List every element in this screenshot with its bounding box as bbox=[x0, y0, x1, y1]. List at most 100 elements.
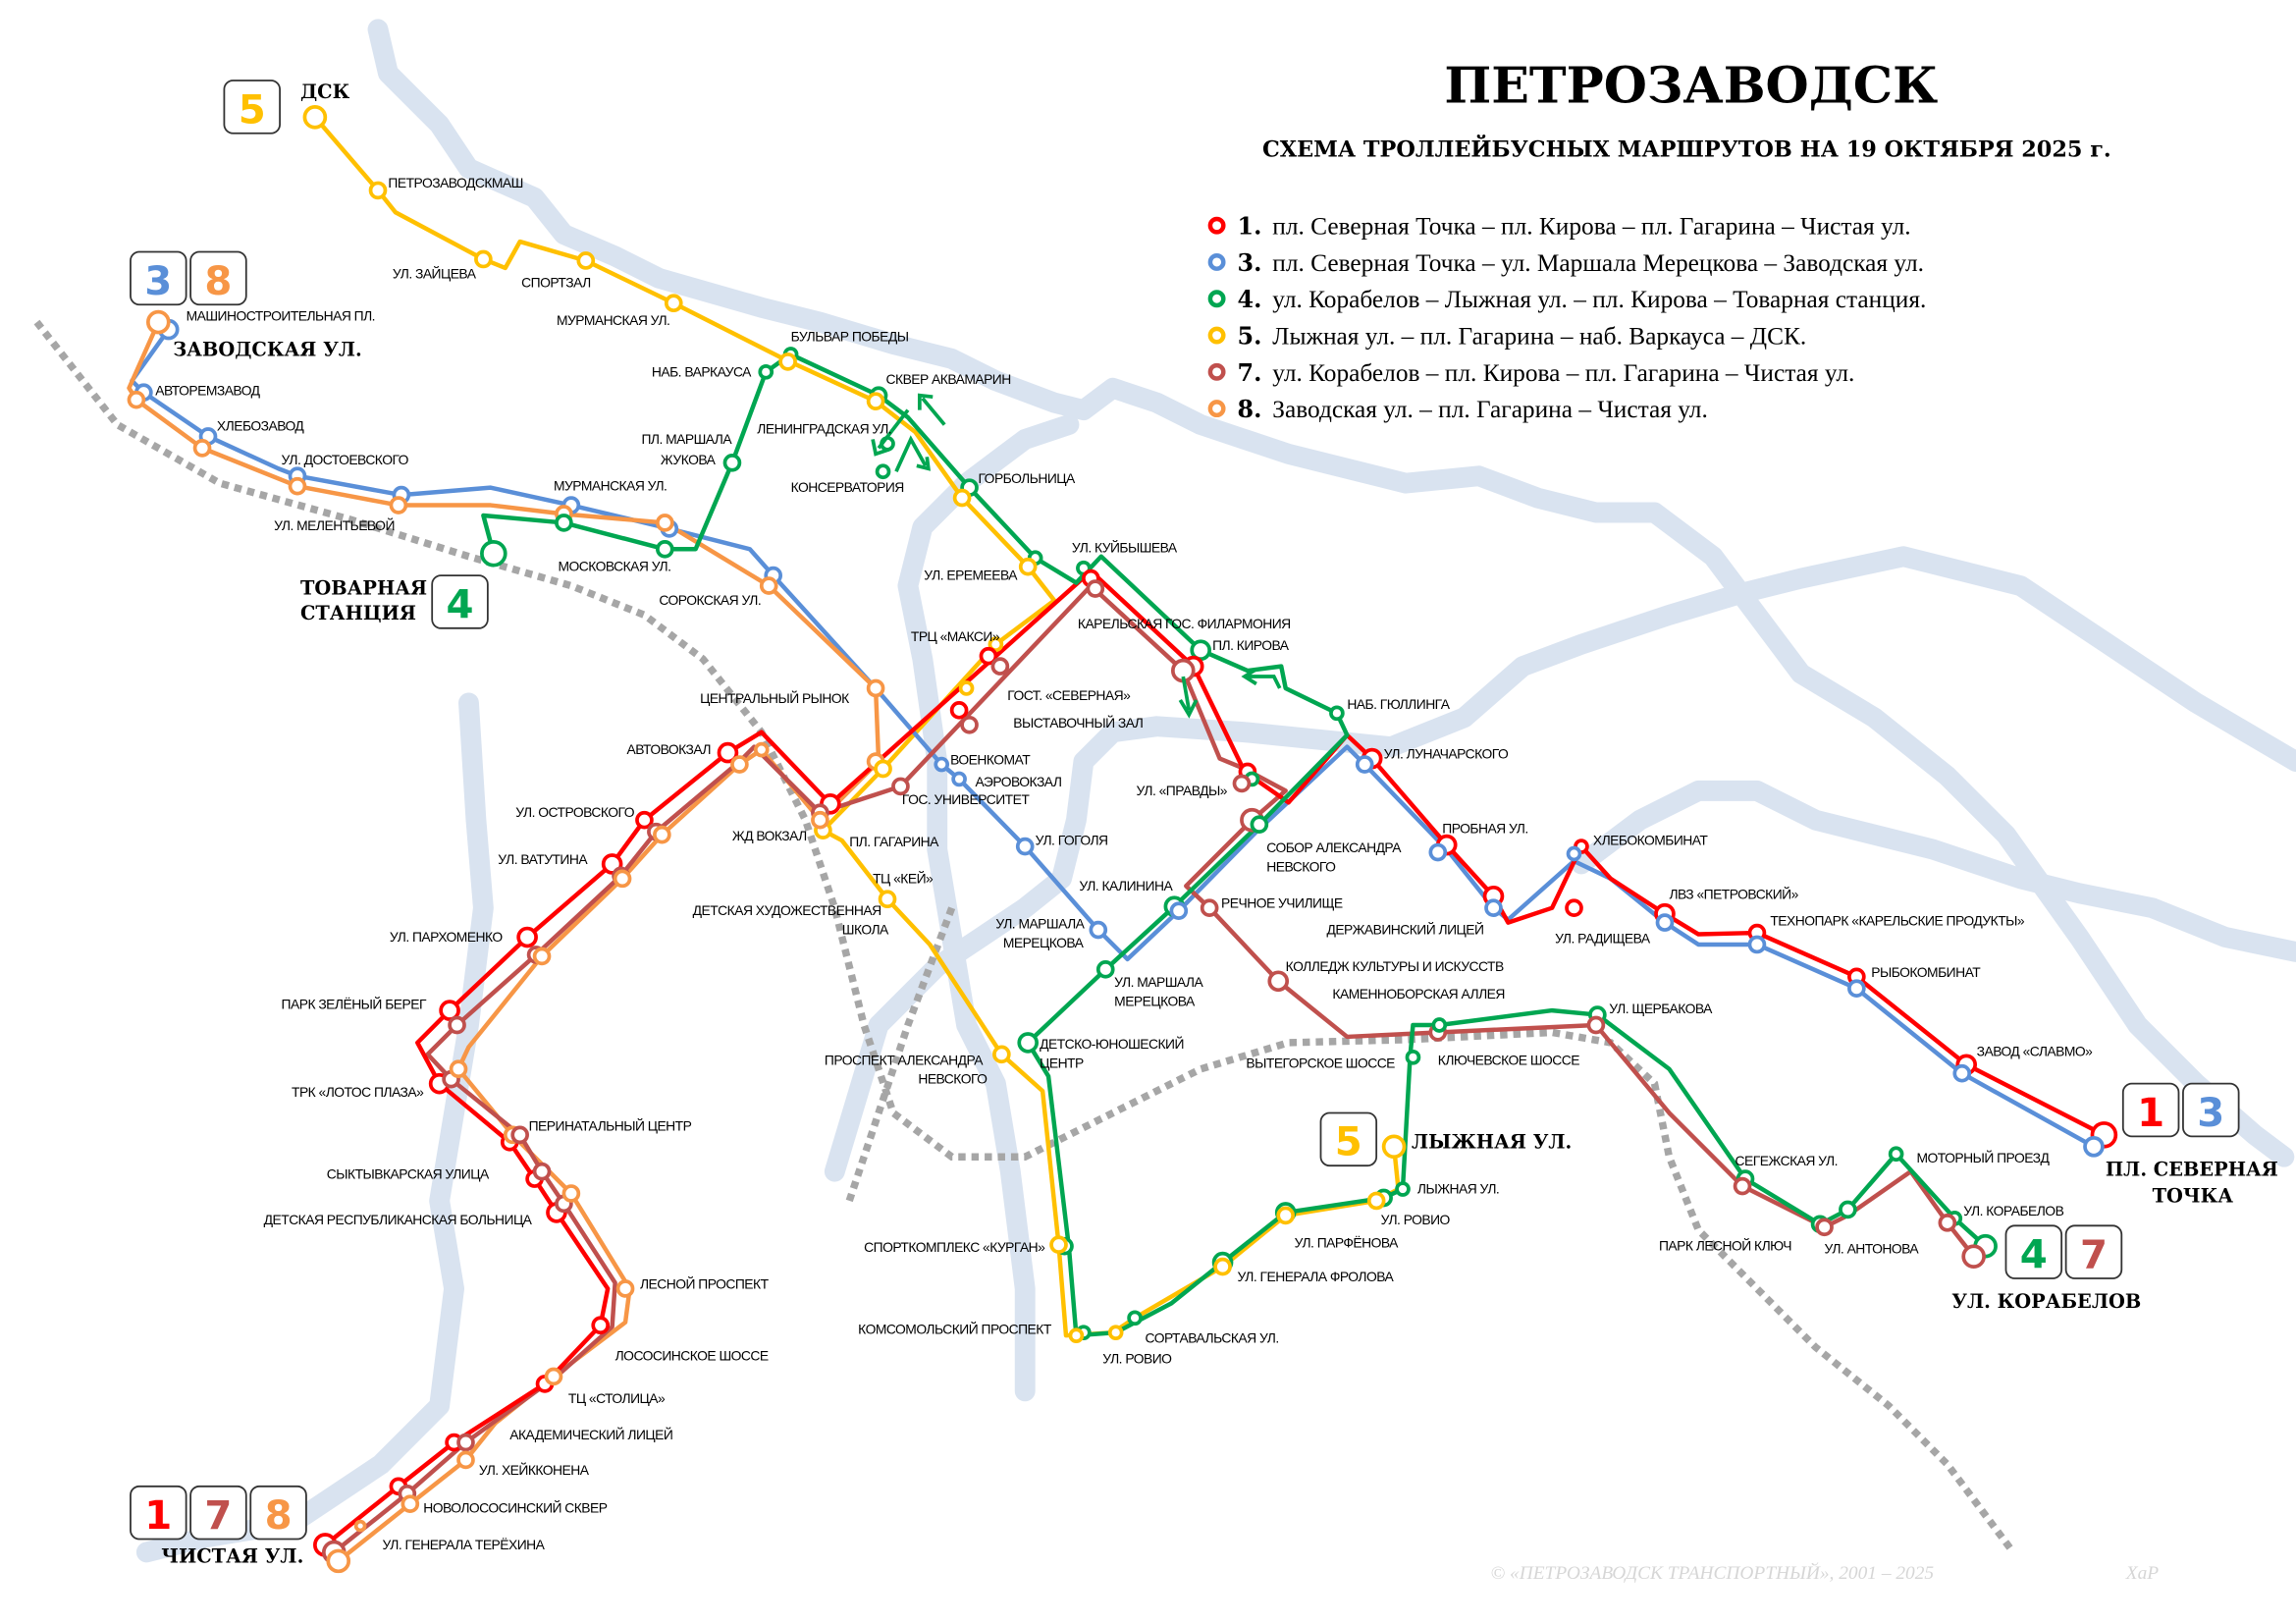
station-marker[interactable] bbox=[544, 1367, 563, 1386]
station-marker[interactable] bbox=[656, 539, 674, 559]
route-badge-4[interactable]: 4 bbox=[2004, 1224, 2063, 1279]
station-marker[interactable] bbox=[866, 392, 885, 410]
station-marker[interactable] bbox=[1200, 898, 1219, 918]
station-marker[interactable] bbox=[866, 678, 885, 698]
station-marker[interactable] bbox=[1086, 579, 1105, 598]
station-marker[interactable] bbox=[591, 1316, 611, 1335]
station-marker[interactable] bbox=[934, 756, 950, 773]
station-marker[interactable] bbox=[480, 539, 507, 568]
station-marker[interactable] bbox=[1566, 845, 1582, 862]
station-marker[interactable] bbox=[949, 701, 969, 720]
route-badge-4[interactable]: 4 bbox=[431, 574, 489, 629]
station-marker[interactable] bbox=[448, 1015, 466, 1035]
route-badge-5[interactable]: 5 bbox=[1319, 1111, 1378, 1167]
station-marker[interactable] bbox=[1095, 960, 1115, 979]
route-badge-8[interactable]: 8 bbox=[249, 1485, 307, 1541]
station-marker[interactable] bbox=[1127, 1310, 1143, 1326]
station-marker[interactable] bbox=[368, 181, 388, 200]
station-marker[interactable] bbox=[288, 476, 307, 496]
station-marker[interactable] bbox=[1952, 1063, 1972, 1083]
station-marker[interactable] bbox=[561, 1184, 581, 1203]
station-marker[interactable] bbox=[1169, 901, 1189, 920]
station-marker[interactable] bbox=[192, 439, 212, 458]
station-marker[interactable] bbox=[988, 636, 1004, 653]
station-marker[interactable] bbox=[516, 926, 538, 948]
station-marker[interactable] bbox=[992, 1045, 1011, 1064]
station-marker[interactable] bbox=[1329, 705, 1345, 722]
route-4-line[interactable] bbox=[481, 352, 1988, 1338]
station-marker[interactable] bbox=[1888, 1146, 1904, 1163]
station-marker[interactable] bbox=[979, 646, 998, 666]
route-badge-3[interactable]: 3 bbox=[130, 250, 187, 306]
station-marker[interactable] bbox=[456, 1450, 475, 1470]
station-marker[interactable] bbox=[811, 810, 829, 830]
station-marker[interactable] bbox=[952, 488, 972, 508]
station-marker[interactable] bbox=[730, 755, 749, 774]
station-marker[interactable] bbox=[456, 1433, 475, 1452]
station-marker[interactable] bbox=[326, 1548, 351, 1574]
station-marker[interactable] bbox=[758, 363, 774, 380]
station-marker[interactable] bbox=[778, 352, 797, 371]
station-marker[interactable] bbox=[1107, 1325, 1124, 1341]
station-marker[interactable] bbox=[960, 715, 979, 734]
station-marker[interactable] bbox=[2083, 1135, 2105, 1158]
station-marker[interactable] bbox=[1018, 557, 1038, 576]
station-marker[interactable] bbox=[400, 1494, 420, 1514]
station-marker[interactable] bbox=[891, 777, 910, 796]
station-marker[interactable] bbox=[1733, 1176, 1752, 1196]
station-marker[interactable] bbox=[449, 1059, 468, 1079]
station-marker[interactable] bbox=[389, 496, 408, 514]
station-marker[interactable] bbox=[875, 463, 891, 480]
station-marker[interactable] bbox=[439, 1000, 460, 1021]
station-marker[interactable] bbox=[1839, 1200, 1857, 1219]
station-marker[interactable] bbox=[1276, 1206, 1296, 1225]
station-marker[interactable] bbox=[1815, 1218, 1834, 1237]
station-marker[interactable] bbox=[532, 947, 552, 966]
station-marker[interactable] bbox=[145, 309, 171, 335]
station-marker[interactable] bbox=[635, 810, 654, 830]
station-marker[interactable] bbox=[615, 1279, 635, 1298]
station-marker[interactable] bbox=[1395, 1181, 1411, 1197]
station-marker[interactable] bbox=[1847, 979, 1866, 999]
station-marker[interactable] bbox=[1655, 913, 1675, 932]
station-marker[interactable] bbox=[1747, 935, 1767, 954]
station-marker[interactable] bbox=[532, 1162, 552, 1181]
station-marker[interactable] bbox=[717, 741, 739, 764]
station-marker[interactable] bbox=[127, 390, 146, 409]
station-marker[interactable] bbox=[1089, 920, 1108, 940]
route-badge-8[interactable]: 8 bbox=[189, 250, 247, 306]
station-marker[interactable] bbox=[1213, 1257, 1232, 1276]
station-marker[interactable] bbox=[951, 771, 967, 787]
station-marker[interactable] bbox=[1431, 1017, 1448, 1033]
station-marker[interactable] bbox=[555, 514, 573, 532]
station-marker[interactable] bbox=[1049, 1235, 1068, 1255]
station-marker[interactable] bbox=[510, 1125, 529, 1145]
station-marker[interactable] bbox=[759, 576, 778, 595]
station-marker[interactable] bbox=[1017, 1032, 1040, 1054]
station-marker[interactable] bbox=[958, 680, 975, 696]
route-badge-7[interactable]: 7 bbox=[2064, 1224, 2123, 1279]
station-marker[interactable] bbox=[1565, 898, 1583, 918]
station-marker[interactable] bbox=[1015, 837, 1035, 856]
station-marker[interactable] bbox=[990, 657, 1010, 676]
station-marker[interactable] bbox=[1484, 898, 1503, 918]
station-marker[interactable] bbox=[302, 105, 328, 130]
station-marker[interactable] bbox=[878, 890, 897, 909]
station-marker[interactable] bbox=[1428, 842, 1448, 862]
station-marker[interactable] bbox=[1961, 1244, 1986, 1269]
route-badge-5[interactable]: 5 bbox=[223, 80, 281, 135]
station-marker[interactable] bbox=[576, 251, 596, 270]
station-marker[interactable] bbox=[874, 759, 892, 779]
station-marker[interactable] bbox=[1366, 1191, 1386, 1211]
route-badge-1[interactable]: 1 bbox=[2121, 1082, 2180, 1138]
station-marker[interactable] bbox=[753, 741, 770, 758]
station-marker[interactable] bbox=[613, 869, 632, 889]
station-marker[interactable] bbox=[664, 294, 683, 313]
station-marker[interactable] bbox=[1232, 774, 1252, 793]
station-marker[interactable] bbox=[1586, 1015, 1606, 1035]
station-marker[interactable] bbox=[653, 825, 671, 844]
station-marker[interactable] bbox=[1381, 1134, 1407, 1160]
station-marker[interactable] bbox=[474, 249, 493, 269]
route-badge-3[interactable]: 3 bbox=[2182, 1082, 2240, 1138]
station-marker[interactable] bbox=[1938, 1214, 1957, 1232]
